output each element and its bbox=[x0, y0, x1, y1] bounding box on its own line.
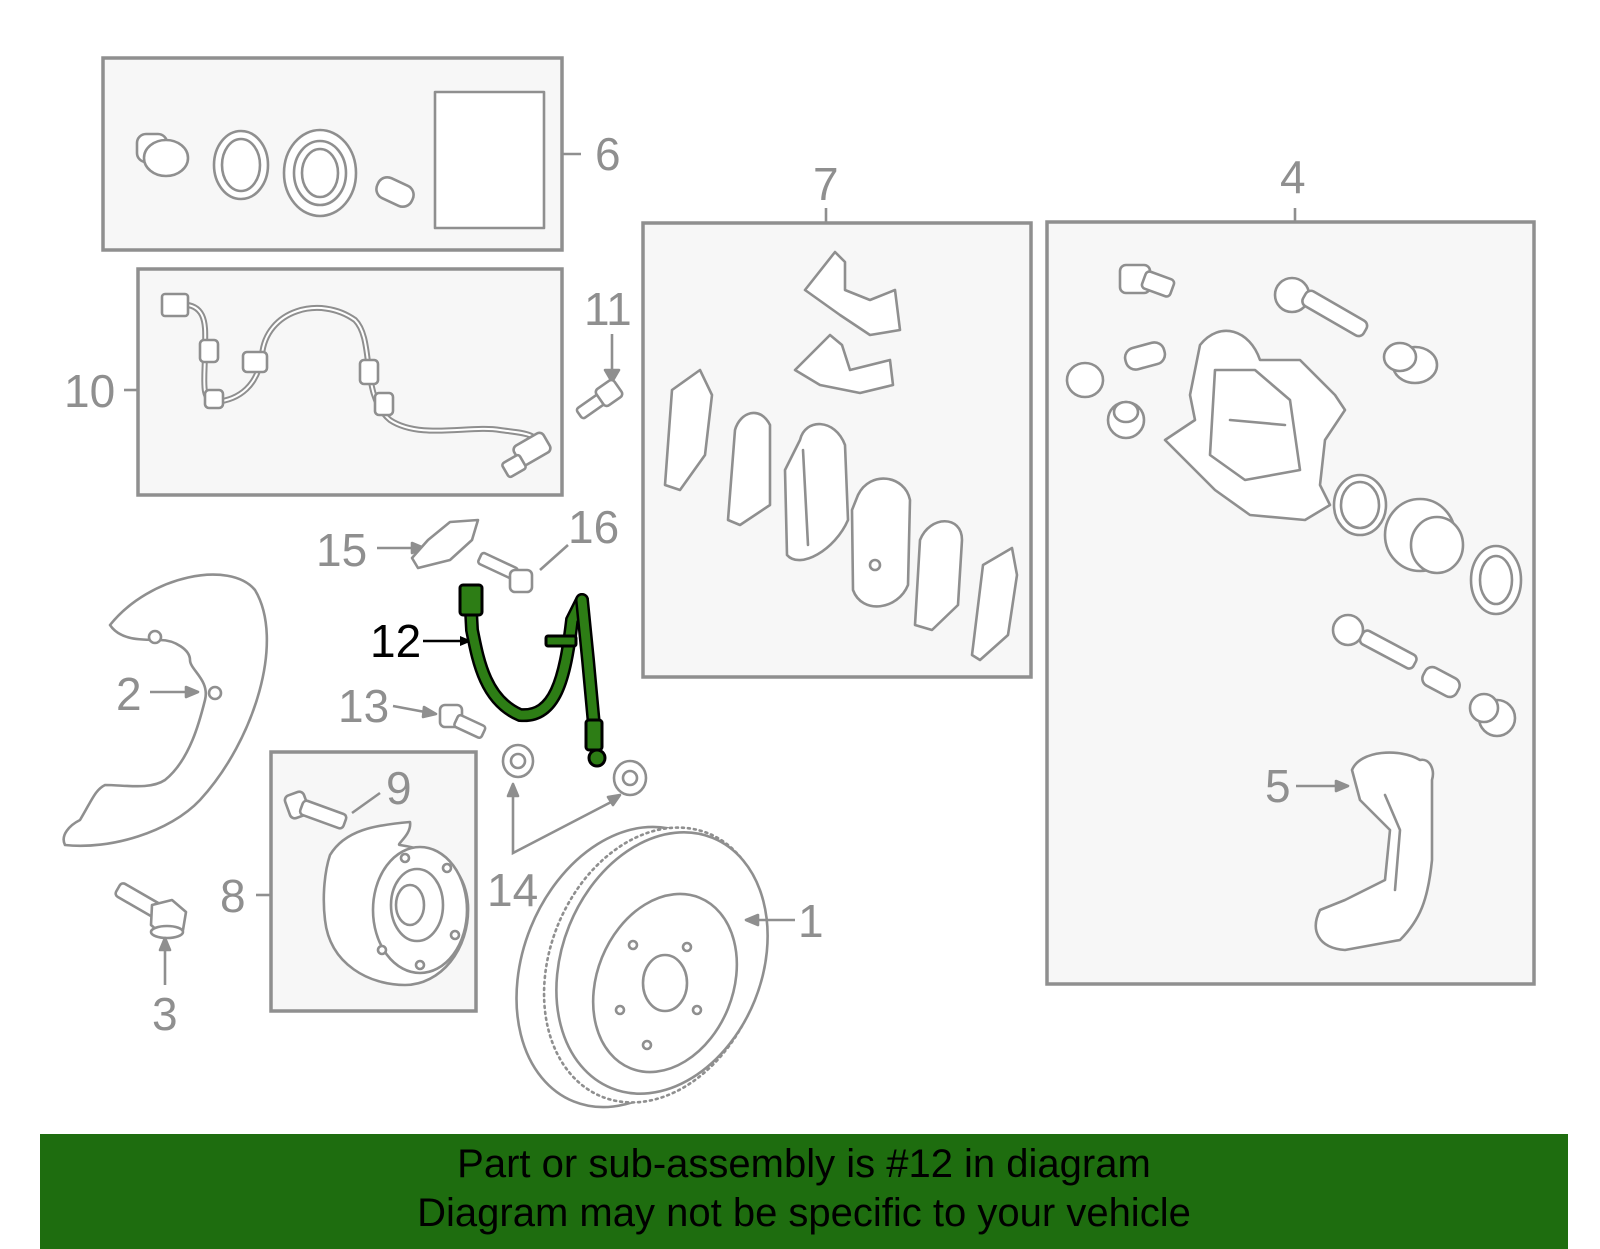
caliper-bracket-group[interactable]: 5 bbox=[1265, 751, 1435, 952]
bushing-part bbox=[1106, 400, 1146, 440]
callout-5: 5 bbox=[1265, 760, 1291, 812]
outer-pad-part bbox=[850, 477, 912, 608]
bolt-11-group[interactable]: 11 bbox=[575, 283, 632, 420]
shim-right-part bbox=[970, 546, 1019, 662]
hub-group[interactable]: 8 9 bbox=[220, 750, 478, 1013]
callout-12: 12 bbox=[370, 615, 421, 667]
piston-boot-part bbox=[282, 128, 358, 218]
banner-line-1: Part or sub-assembly is #12 in diagram bbox=[457, 1142, 1151, 1186]
sleeve-part bbox=[1421, 665, 1461, 699]
washer-right-part bbox=[612, 759, 648, 797]
washers-group[interactable]: 14 bbox=[487, 743, 648, 916]
pin-boot-top-part bbox=[1382, 341, 1439, 385]
callout-2: 2 bbox=[116, 668, 142, 720]
brake-hose-part bbox=[458, 583, 607, 768]
callout-1: 1 bbox=[798, 895, 824, 947]
piston-seal-part bbox=[212, 129, 270, 201]
bolt-16-group[interactable]: 16 bbox=[477, 501, 619, 594]
callout-16: 16 bbox=[568, 501, 619, 553]
caliper-assembly-box bbox=[1045, 220, 1536, 986]
callout-10: 10 bbox=[64, 365, 115, 417]
washer-left-part bbox=[501, 743, 535, 779]
hub-bolt-part bbox=[283, 790, 348, 830]
bolt-11-part bbox=[575, 378, 624, 420]
splash-shield-part bbox=[62, 573, 269, 848]
guide-pin-bottom-part bbox=[1331, 613, 1418, 670]
caliper-bracket-part bbox=[1314, 751, 1435, 952]
rotor-group[interactable]: 1 bbox=[476, 793, 824, 1141]
seal-kit-group[interactable]: 6 bbox=[101, 56, 621, 252]
callout-13: 13 bbox=[338, 680, 389, 732]
shim-outer-part bbox=[913, 519, 964, 632]
bracket-15-part bbox=[410, 518, 480, 570]
callout-8: 8 bbox=[220, 870, 246, 922]
bracket-15-group[interactable]: 15 bbox=[316, 518, 480, 576]
piston-boot-4-part bbox=[1469, 544, 1523, 616]
abs-sensor-group[interactable]: 10 bbox=[64, 267, 564, 497]
grease-packet-part bbox=[433, 90, 546, 230]
inner-pad-part bbox=[783, 422, 850, 562]
rotor-part bbox=[515, 825, 769, 1109]
shim-left-part bbox=[663, 368, 714, 492]
callout-15: 15 bbox=[316, 524, 367, 576]
bolt-13-part bbox=[438, 703, 487, 739]
piston-seal-4-part bbox=[1332, 473, 1388, 537]
guide-pin-top-part bbox=[1273, 276, 1369, 338]
brake-pad-set-group[interactable]: 7 bbox=[641, 158, 1033, 679]
caliper-assembly-group[interactable]: 4 bbox=[1045, 151, 1536, 986]
callout-9: 9 bbox=[386, 762, 412, 814]
bolt-16-part bbox=[477, 551, 534, 594]
dust-boot-part bbox=[135, 132, 190, 178]
caliper-housing-part bbox=[1163, 329, 1347, 522]
bleeder-bolt-part bbox=[1118, 263, 1176, 298]
callout-3: 3 bbox=[152, 988, 178, 1040]
piston-part bbox=[1383, 497, 1465, 575]
bolt-3-part bbox=[114, 882, 188, 940]
pad-clips-part bbox=[793, 250, 902, 395]
shim-inner-part bbox=[726, 411, 772, 527]
banner-line-2: Diagram may not be specific to your vehi… bbox=[417, 1191, 1191, 1235]
cap-left-part bbox=[1065, 361, 1105, 399]
pin-boot-bottom-part bbox=[1468, 692, 1517, 738]
callout-6: 6 bbox=[595, 128, 621, 180]
abs-connector-part bbox=[160, 292, 190, 318]
bolt-3-group[interactable]: 3 bbox=[114, 882, 188, 1040]
callout-4: 4 bbox=[1280, 151, 1306, 203]
bolt-13-group[interactable]: 13 bbox=[338, 680, 487, 739]
splash-shield-group[interactable]: 2 bbox=[62, 573, 269, 848]
callout-7: 7 bbox=[813, 158, 839, 210]
abs-sensor-box bbox=[136, 267, 564, 497]
callout-14: 14 bbox=[487, 864, 538, 916]
info-banner: Part or sub-assembly is #12 in diagram D… bbox=[40, 1134, 1568, 1249]
abs-sensor-head-part bbox=[501, 431, 552, 479]
callout-11: 11 bbox=[584, 283, 632, 335]
bleeder-cap-part bbox=[1123, 341, 1167, 371]
brake-hose-group[interactable]: 12 bbox=[370, 583, 607, 768]
guide-pin-boot-part bbox=[375, 175, 415, 209]
hub-part bbox=[322, 820, 470, 987]
